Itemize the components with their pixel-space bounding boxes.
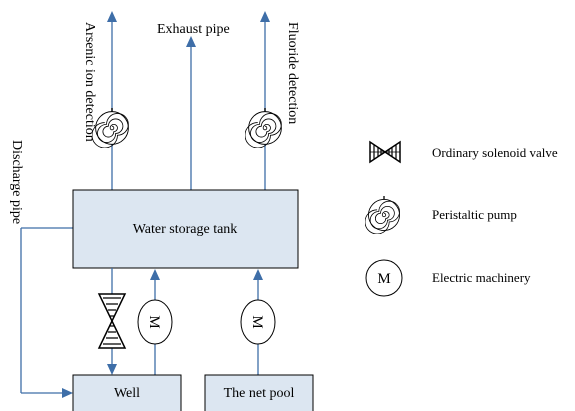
net-pool-label: The net pool	[224, 386, 295, 401]
legend-valve-label: Ordinary solenoid valve	[432, 145, 558, 160]
legend-pump-icon	[365, 196, 401, 234]
legend-pump-label: Peristaltic pump	[432, 207, 517, 222]
water-storage-tank	[72, 189, 299, 269]
solenoid-valve-icon	[97, 293, 127, 349]
arsenic-pipe	[107, 11, 117, 190]
discharge-pipe-label: Discharge pipe	[9, 140, 24, 224]
netpool-motor-symbol: M	[249, 315, 265, 328]
legend: Ordinary solenoid valve Peristaltic pump…	[365, 140, 558, 297]
well-motor-icon: M	[137, 299, 173, 345]
fluoride-pump-icon	[245, 108, 283, 148]
exhaust-pipe-line	[186, 36, 196, 190]
legend-motor-icon: M	[365, 259, 403, 297]
exhaust-pipe-label: Exhaust pipe	[157, 22, 230, 37]
water-storage-tank-label: Water storage tank	[133, 222, 238, 237]
legend-valve-icon	[369, 140, 401, 164]
netpool-motor-icon: M	[240, 299, 276, 345]
fluoride-pipe	[260, 11, 270, 190]
fluoride-detection-label: Fluoride detection	[285, 22, 300, 124]
well-label: Well	[114, 386, 140, 401]
well-motor-symbol: M	[146, 315, 162, 328]
discharge-pipe-line	[20, 227, 73, 398]
legend-motor-label: Electric machinery	[432, 270, 531, 285]
legend-motor-symbol: M	[377, 271, 390, 287]
well-box	[72, 374, 182, 411]
arsenic-detection-label: Arsenic ion detection	[82, 22, 97, 142]
net-pool-box	[204, 374, 314, 411]
